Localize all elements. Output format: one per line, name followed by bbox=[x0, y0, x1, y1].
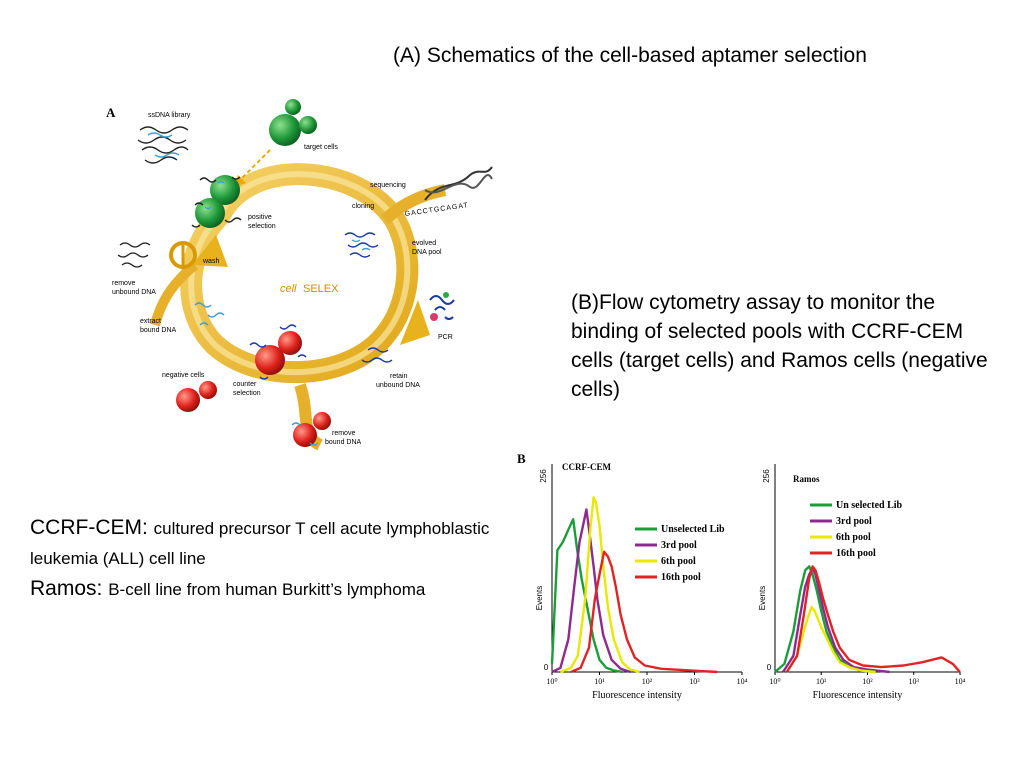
chart-title: Ramos bbox=[793, 474, 820, 484]
selex-cycle-ring bbox=[150, 163, 447, 451]
label-retain: retain bbox=[390, 373, 408, 380]
label-extract-2: bound DNA bbox=[140, 327, 177, 334]
label-ssdna-library: ssDNA library bbox=[148, 112, 191, 119]
panel-label-a: A bbox=[106, 105, 116, 120]
label-remove-bound-dna: bound DNA bbox=[325, 439, 362, 446]
label-counter: counter bbox=[233, 381, 257, 388]
series-line-3 bbox=[785, 605, 876, 674]
label-negative-cells: negative cells bbox=[162, 372, 205, 379]
removed-dna-icon bbox=[117, 242, 151, 268]
x-tick-label: 10⁰ bbox=[546, 677, 557, 686]
panel-label-b: B bbox=[517, 451, 526, 466]
retain-unbound-dna-icon bbox=[361, 347, 393, 363]
legend-label: Unselected Lib bbox=[661, 524, 725, 535]
label-evolved: evolved bbox=[412, 240, 436, 247]
label-positive: positive bbox=[248, 214, 272, 221]
dna-helix-icon bbox=[424, 166, 493, 201]
x-tick-label: 10¹ bbox=[816, 677, 827, 686]
label-counter-selection: selection bbox=[233, 390, 261, 397]
legend-label: 6th pool bbox=[661, 556, 696, 567]
y-tick-label-min: 0 bbox=[767, 663, 772, 672]
ssdna-library-icon bbox=[137, 126, 189, 164]
definition-ccrf-cem: cultured precursor T cell acute lymphobl… bbox=[30, 519, 490, 568]
label-remove-unbound-1: remove bbox=[112, 280, 135, 287]
series-line-1 bbox=[550, 518, 623, 674]
x-tick-label: 10⁴ bbox=[955, 677, 966, 686]
series-line-2 bbox=[782, 566, 890, 674]
x-tick-label: 10² bbox=[642, 677, 653, 686]
flow-cytometry-panel: B 10⁰ 10¹ 10² 10³ 10⁴ 256 0 EventsFluorescence … bbox=[517, 451, 966, 701]
label-wash: wash bbox=[202, 258, 219, 265]
series-line-2 bbox=[551, 508, 631, 674]
y-axis-label: Events bbox=[758, 586, 767, 610]
target-cells-icon bbox=[269, 99, 317, 146]
chart-title: CCRF-CEM bbox=[562, 462, 611, 472]
evolved-dna-pool-icon bbox=[344, 232, 379, 258]
x-tick-label: 10¹ bbox=[594, 677, 605, 686]
cycle-arrowhead bbox=[400, 300, 430, 345]
label-dna-pool: DNA pool bbox=[412, 249, 442, 256]
term-ramos: Ramos: bbox=[30, 577, 109, 600]
flow-cytometry-caption: (B)Flow cytometry assay to monitor the b… bbox=[571, 291, 988, 401]
x-tick-label: 10⁴ bbox=[737, 677, 748, 686]
y-axis-label: Events bbox=[535, 586, 544, 610]
label-cloning: cloning bbox=[352, 203, 374, 210]
cycle-arrowhead-left bbox=[192, 235, 228, 267]
cell-line-definitions: CCRF-CEM: cultured precursor T cell acut… bbox=[30, 513, 500, 605]
series-line-3 bbox=[559, 496, 640, 674]
label-extract-1: extract bbox=[140, 318, 161, 325]
label-sequencing: sequencing bbox=[370, 182, 406, 189]
x-axis-label: Fluorescence intensity bbox=[813, 690, 903, 701]
series-line-4 bbox=[570, 550, 718, 674]
x-tick-label: 10³ bbox=[689, 677, 700, 686]
label-remove-unbound-2: unbound DNA bbox=[112, 289, 156, 296]
label-remove-bound: remove bbox=[332, 430, 355, 437]
x-tick-label: 10³ bbox=[909, 677, 920, 686]
x-tick-label: 10² bbox=[862, 677, 873, 686]
label-selection: selection bbox=[248, 223, 276, 230]
legend-label: 6th pool bbox=[836, 532, 871, 543]
x-tick-label: 10⁰ bbox=[769, 677, 780, 686]
legend-label: 3rd pool bbox=[836, 516, 872, 527]
x-axis-label: Fluorescence intensity bbox=[592, 690, 682, 701]
legend-label: 16th pool bbox=[836, 548, 876, 559]
y-tick-label-max: 256 bbox=[539, 469, 548, 483]
arrow-target bbox=[239, 149, 271, 181]
counter-selection-cells bbox=[249, 324, 307, 380]
center-label: SELEX bbox=[303, 283, 339, 295]
label-pcr: PCR bbox=[438, 334, 453, 341]
center-label-italic: cell bbox=[280, 283, 297, 295]
series-line-4 bbox=[785, 565, 961, 673]
schematic-title: (A) Schematics of the cell-based aptamer… bbox=[393, 44, 867, 67]
negative-cells-icon bbox=[176, 381, 217, 412]
legend-label: 3rd pool bbox=[661, 540, 697, 551]
label-target-cells: target cells bbox=[304, 144, 338, 151]
extract-bound-dna-icon bbox=[194, 302, 225, 326]
legend-label: 16th pool bbox=[661, 572, 701, 583]
wash-filter-icon bbox=[169, 241, 197, 269]
positive-selection-cells bbox=[191, 175, 242, 228]
term-ccrf-cem: CCRF-CEM: bbox=[30, 516, 154, 539]
label-retain-unbound: unbound DNA bbox=[376, 382, 420, 389]
y-tick-label-max: 256 bbox=[762, 469, 771, 483]
y-tick-label-min: 0 bbox=[544, 663, 549, 672]
cell-selex-schematic: A cell SELEX ssDNA library target cells … bbox=[106, 99, 493, 451]
remove-bound-dna-cells bbox=[291, 412, 331, 447]
legend-label: Un selected Lib bbox=[836, 500, 903, 511]
definition-ramos: B-cell line from human Burkitt’s lymphom… bbox=[108, 580, 426, 599]
pcr-icon bbox=[429, 292, 455, 321]
